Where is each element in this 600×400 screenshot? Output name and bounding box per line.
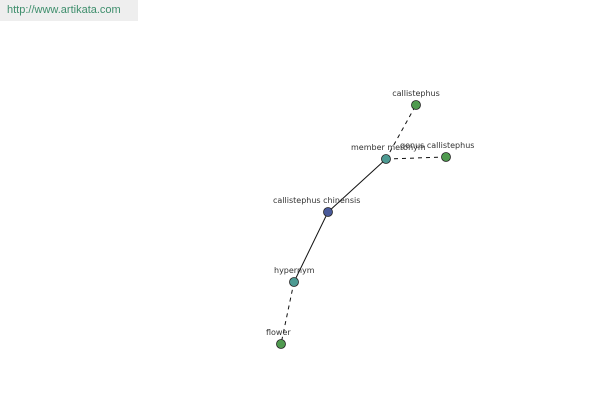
node-label-flower[interactable]: flower: [266, 328, 291, 337]
node-genus-callistephus[interactable]: [441, 152, 451, 162]
edges-layer: [280, 104, 447, 345]
edge-callistephus-chinensis-to-member-meronym: [327, 158, 387, 213]
node-label-member-meronym[interactable]: member meronym: [351, 143, 426, 152]
node-label-callistephus[interactable]: callistephus: [392, 89, 440, 98]
node-flower[interactable]: [276, 339, 286, 349]
edge-callistephus-chinensis-to-hypernym: [293, 211, 329, 283]
node-hypernym[interactable]: [289, 277, 299, 287]
node-label-hypernym[interactable]: hypernym: [274, 266, 315, 275]
edge-hypernym-to-flower: [280, 281, 295, 345]
node-label-genus-callistephus[interactable]: genus callistephus: [400, 141, 474, 150]
node-callistephus[interactable]: [411, 100, 421, 110]
node-callistephus-chinensis[interactable]: [323, 207, 333, 217]
edge-member-meronym-to-genus-callistephus: [385, 156, 447, 160]
edge-member-meronym-to-callistephus: [385, 104, 417, 160]
node-label-callistephus-chinensis[interactable]: callistephus chinensis: [273, 196, 360, 205]
source-url-banner[interactable]: http://www.artikata.com: [0, 0, 138, 21]
node-member-meronym[interactable]: [381, 154, 391, 164]
